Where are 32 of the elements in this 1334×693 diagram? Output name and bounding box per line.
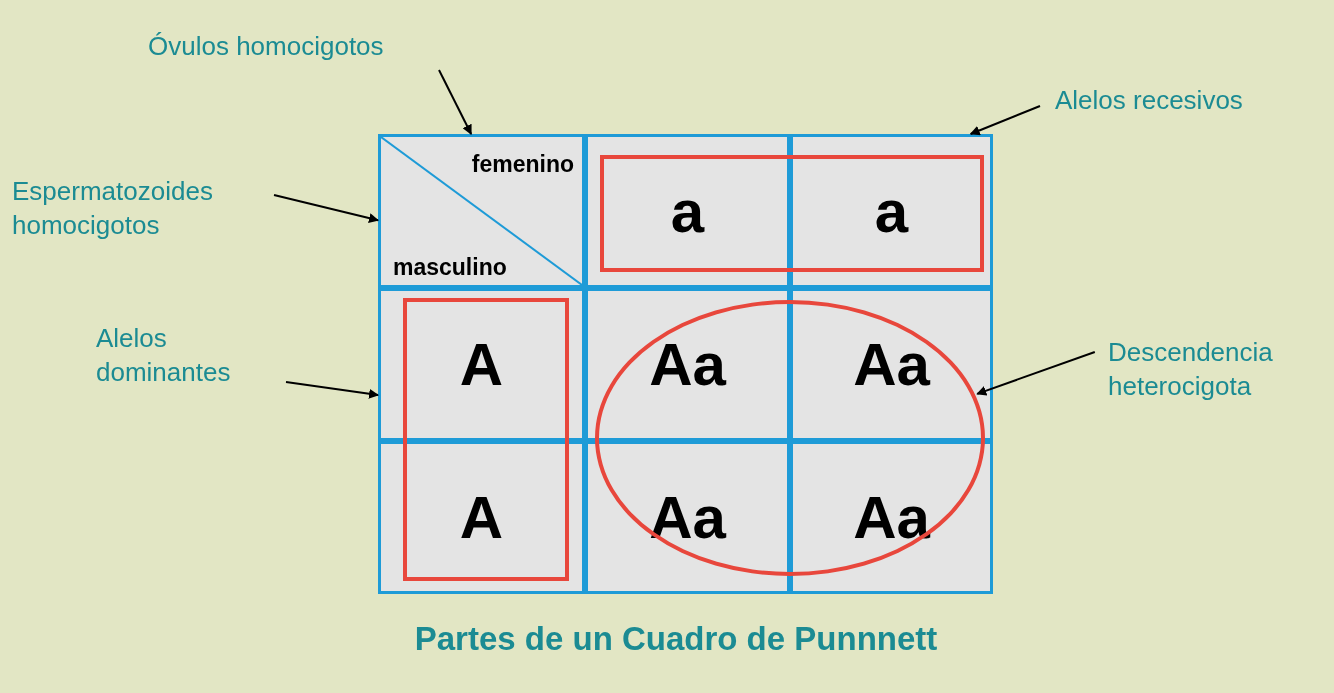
annotation-text: Alelos dominantes <box>96 322 286 402</box>
grid-cell <box>585 134 790 288</box>
leader-arrow <box>438 69 473 135</box>
allele-text: Aa <box>853 330 930 399</box>
leader-arrow <box>969 105 1041 136</box>
annotation-text: Descendencia heterocigota <box>1108 336 1328 416</box>
leader-arrow <box>273 194 379 223</box>
caption: Partes de un Cuadro de Punnnett <box>414 620 938 657</box>
leader-arrow <box>285 381 379 399</box>
allele-text: Aa <box>649 483 726 552</box>
allele-text: A <box>459 483 504 552</box>
grid-cell <box>378 441 585 594</box>
column-header: femenino <box>471 151 574 178</box>
annotation-text: Alelos recesivos <box>1055 84 1305 124</box>
allele-text: Aa <box>649 330 726 399</box>
grid-cell <box>790 134 993 288</box>
grid-cell <box>585 288 790 441</box>
grid-cell <box>790 288 993 441</box>
highlight-rectangle <box>403 298 569 581</box>
allele-text: Aa <box>853 483 930 552</box>
grid-cell <box>790 441 993 594</box>
allele-text: a <box>670 176 705 246</box>
grid-cell <box>585 441 790 594</box>
annotation-text: Óvulos homocigotos <box>148 30 448 70</box>
allele-text: A <box>459 330 504 399</box>
leader-arrow <box>976 351 1096 396</box>
highlight-rectangle <box>600 155 984 272</box>
grid-cell <box>378 288 585 441</box>
row-header: masculino <box>393 254 507 281</box>
allele-text: a <box>874 176 909 246</box>
annotation-text: Espermatozoides homocigotos <box>12 175 274 255</box>
highlight-ellipse <box>595 300 985 576</box>
